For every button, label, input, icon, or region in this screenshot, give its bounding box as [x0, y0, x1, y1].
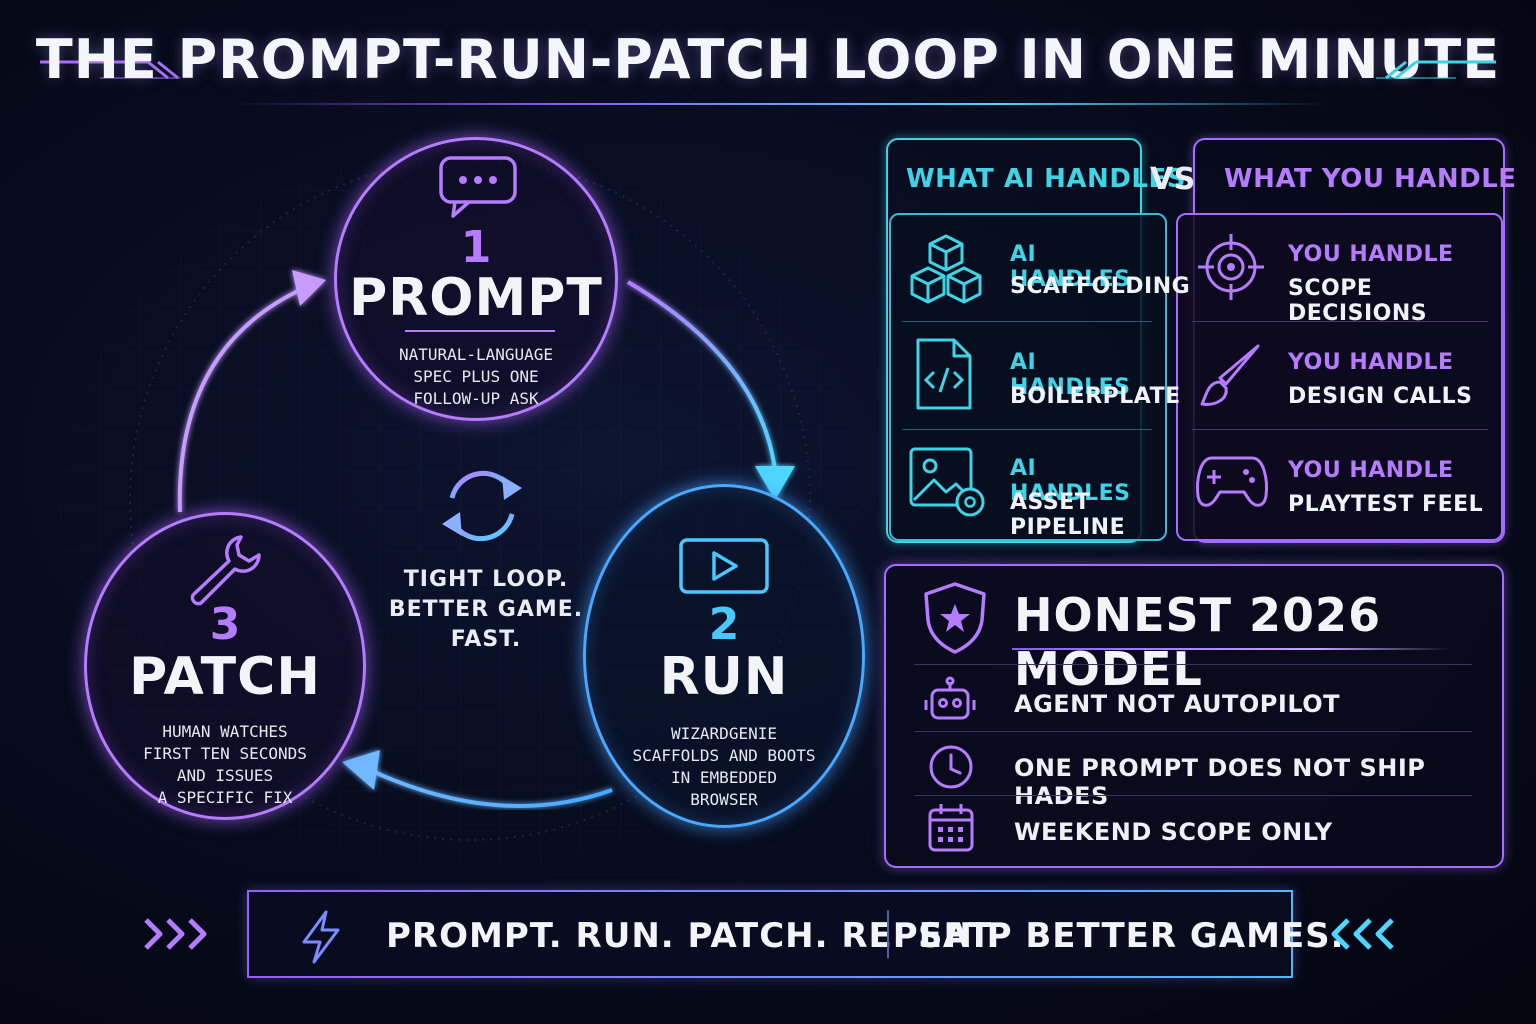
chevrons-left-icon: [1331, 918, 1394, 950]
you-item-prefix: YOU HANDLE: [1288, 242, 1454, 267]
arrow-prompt-to-run: [626, 280, 777, 471]
ai-handles-header: WHAT AI HANDLES: [906, 164, 1186, 194]
you-item-scope-decisions: YOU HANDLE SCOPE DECISIONS: [1190, 218, 1490, 326]
node-prompt-description: NATURAL-LANGUAGE SPEC PLUS ONE FOLLOW-UP…: [337, 344, 615, 410]
node-patch-description: HUMAN WATCHES FIRST TEN SECONDS AND ISSU…: [87, 721, 363, 809]
ai-item-boilerplate: AI HANDLES BOILERPLATE: [900, 326, 1180, 432]
node-prompt-name: PROMPT: [349, 268, 603, 328]
node-patch-desc-line: HUMAN WATCHES: [162, 722, 288, 741]
code-file-icon: [916, 338, 972, 410]
footer-separator: [887, 910, 889, 958]
title-decoration-left: [40, 60, 180, 80]
node-prompt-number: 1: [460, 222, 492, 273]
arrow-run-to-patch: [369, 768, 613, 808]
node-run-desc-line: WIZARDGENIE: [671, 724, 777, 743]
node-prompt-desc-line: FOLLOW-UP ASK: [413, 389, 539, 408]
robot-icon: [924, 676, 976, 720]
you-item-label: DESIGN CALLS: [1288, 384, 1473, 409]
arrowhead-patch: [342, 750, 380, 790]
target-icon: [1198, 234, 1264, 300]
node-run-desc-line: IN EMBEDDED: [671, 768, 777, 787]
footer-left-text: PROMPT. RUN. PATCH. REPEAT.: [386, 916, 1001, 956]
model-item-one-prompt: ONE PROMPT DOES NOT SHIP HADES: [914, 734, 1474, 810]
node-patch-desc-line: AND ISSUES: [176, 766, 274, 785]
model-item-agent: AGENT NOT AUTOPILOT: [914, 670, 1474, 734]
title-decoration-right: [1376, 60, 1496, 80]
arrow-patch-to-prompt: [177, 288, 301, 513]
play-icon: [679, 538, 769, 594]
gamepad-icon: [1196, 456, 1268, 507]
center-line: TIGHT LOOP.: [403, 567, 569, 592]
ai-item-label: BOILERPLATE: [1010, 384, 1181, 409]
node-run-desc-line: BROWSER: [690, 790, 758, 809]
you-divider: [1192, 429, 1488, 430]
model-item-text: AGENT NOT AUTOPILOT: [1014, 690, 1341, 718]
ai-item-label: SCAFFOLDING: [1010, 274, 1191, 299]
chevrons-right-icon: [144, 918, 207, 950]
ai-divider: [902, 321, 1152, 322]
node-prompt-desc-line: NATURAL-LANGUAGE: [398, 345, 554, 364]
ai-item-prefix: AI HANDLES: [1010, 242, 1131, 292]
model-divider: [914, 795, 1472, 796]
arrowhead-prompt: [292, 270, 326, 306]
calendar-icon: [928, 804, 974, 852]
you-item-prefix: YOU HANDLE: [1288, 350, 1454, 375]
arrowhead-run: [755, 466, 795, 500]
node-patch: 3 PATCH HUMAN WATCHES FIRST TEN SECONDS …: [84, 512, 366, 820]
node-run-desc-line: SCAFFOLDS AND BOOTS: [632, 746, 816, 765]
model-divider: [914, 731, 1472, 732]
you-handle-header: WHAT YOU HANDLE: [1224, 164, 1517, 194]
node-run: 2 RUN WIZARDGENIE SCAFFOLDS AND BOOTS IN…: [583, 484, 865, 828]
shield-star-icon: [924, 582, 986, 654]
node-patch-desc-line: A SPECIFIC FIX: [157, 788, 293, 807]
footer-banner: [247, 890, 1293, 978]
lightning-icon: [302, 910, 340, 964]
page-title: THE PROMPT-RUN-PATCH LOOP IN ONE MINUTE: [35, 28, 1501, 91]
model-divider: [914, 664, 1472, 665]
you-divider: [1192, 321, 1488, 322]
model-item-text: WEEKEND SCOPE ONLY: [1014, 818, 1333, 846]
ai-item-prefix: AI HANDLES: [1010, 456, 1131, 506]
model-item-text: ONE PROMPT DOES NOT SHIP HADES: [1014, 754, 1426, 810]
center-line: BETTER GAME.: [388, 597, 584, 622]
center-tagline: TIGHT LOOP. BETTER GAME. FAST.: [380, 565, 592, 655]
honest-model-panel: [884, 564, 1504, 868]
honest-model-underline: [1012, 648, 1452, 650]
node-run-number: 2: [708, 599, 740, 650]
you-item-label: PLAYTEST FEEL: [1288, 492, 1484, 517]
clock-icon: [929, 745, 973, 789]
center-line: FAST.: [450, 627, 522, 652]
vs-label: VS: [1150, 162, 1196, 197]
ai-handles-list: [889, 213, 1167, 541]
node-run-description: WIZARDGENIE SCAFFOLDS AND BOOTS IN EMBED…: [586, 723, 862, 811]
refresh-icon: [442, 470, 522, 542]
cubes-icon: [910, 234, 982, 304]
you-item-label: SCOPE DECISIONS: [1288, 276, 1428, 326]
footer-right-text: SHIP BETTER GAMES.: [918, 916, 1345, 956]
node-patch-desc-line: FIRST TEN SECONDS: [143, 744, 307, 763]
ai-item-prefix: AI HANDLES: [1010, 350, 1131, 400]
ai-divider: [902, 429, 1152, 430]
node-prompt: 1 PROMPT NATURAL-LANGUAGE SPEC PLUS ONE …: [334, 137, 618, 421]
ai-item-asset-pipeline: AI HANDLES ASSET PIPELINE: [900, 434, 1160, 540]
brush-icon: [1200, 344, 1260, 406]
you-item-prefix: YOU HANDLE: [1288, 458, 1454, 483]
node-prompt-underline: [405, 330, 555, 332]
honest-model-title: HONEST 2026 MODEL: [1014, 588, 1382, 696]
wrench-icon: [190, 535, 261, 606]
model-item-weekend-scope: WEEKEND SCOPE ONLY: [914, 798, 1474, 862]
title-underline: [230, 103, 1330, 105]
chat-bubble-icon: [439, 156, 517, 218]
node-run-name: RUN: [659, 647, 789, 707]
ai-item-scaffolding: AI HANDLES SCAFFOLDING: [900, 218, 1190, 324]
node-patch-name: PATCH: [129, 647, 321, 707]
image-gear-icon: [909, 447, 985, 517]
ai-item-label: ASSET PIPELINE: [1010, 490, 1126, 540]
node-patch-number: 3: [209, 599, 241, 650]
you-item-design-calls: YOU HANDLE DESIGN CALLS: [1190, 326, 1490, 432]
node-prompt-desc-line: SPEC PLUS ONE: [413, 367, 539, 386]
you-item-playtest-feel: YOU HANDLE PLAYTEST FEEL: [1190, 434, 1490, 540]
